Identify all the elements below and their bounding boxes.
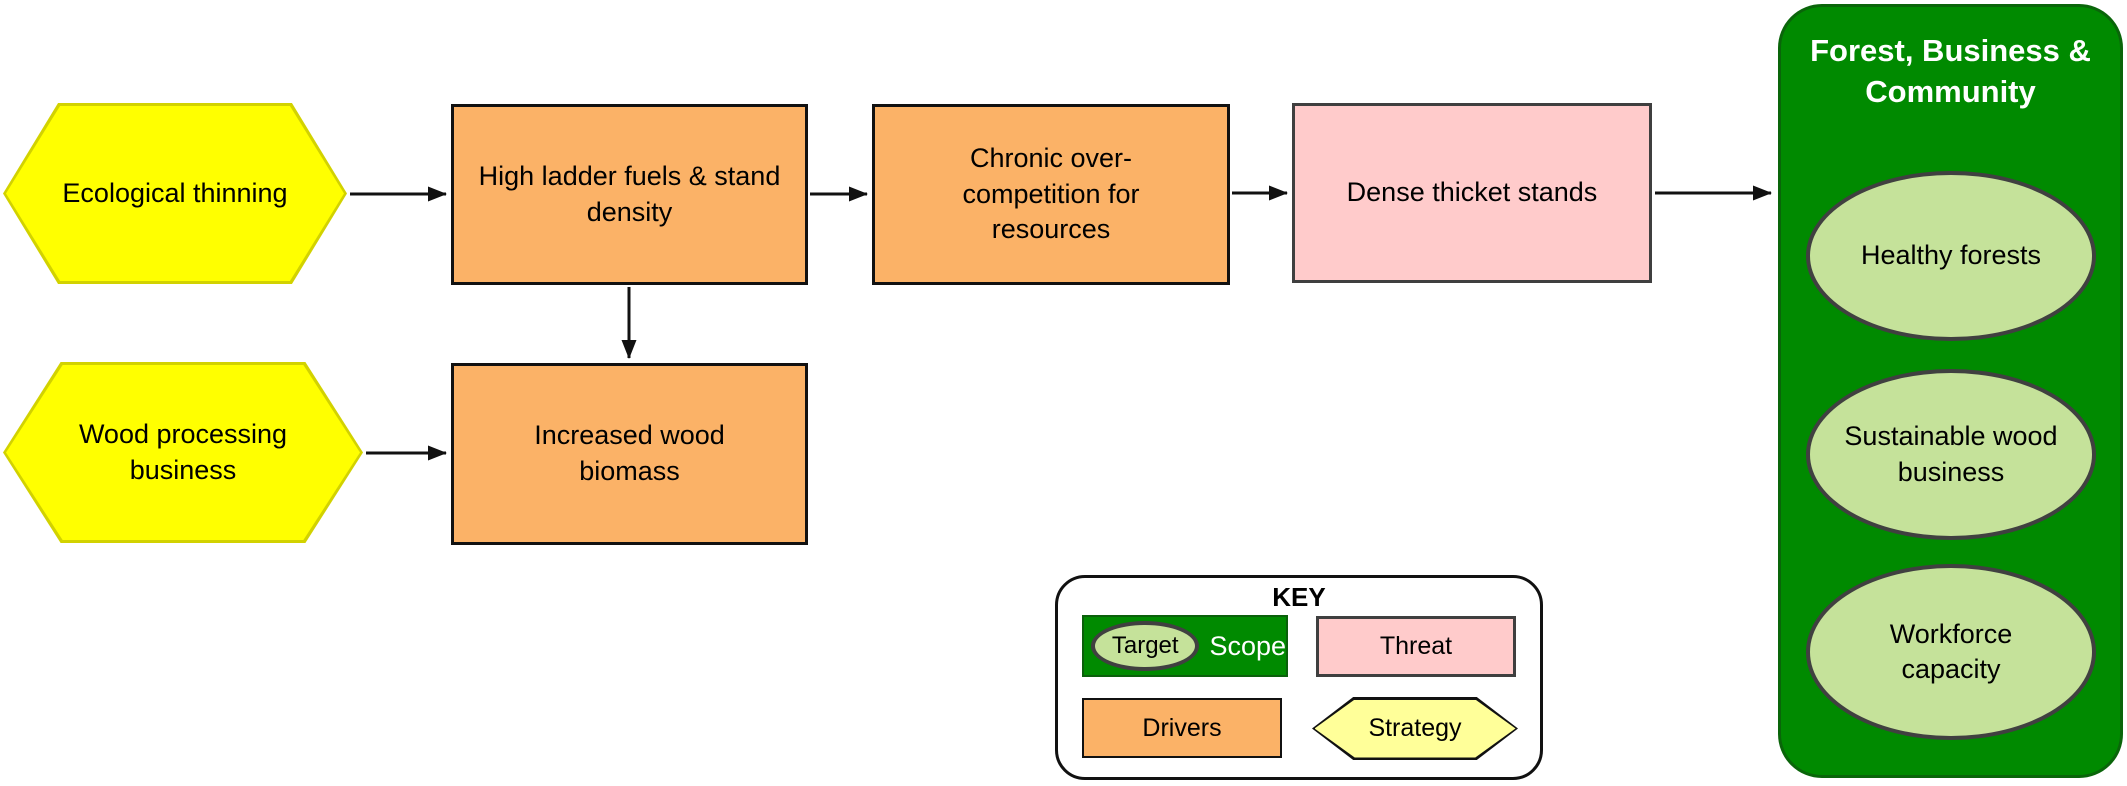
strategy-node-ecological-thinning: Ecological thinning	[3, 103, 347, 284]
legend-strategy-label: Strategy	[1314, 699, 1516, 758]
driver-node-chronic-overcompetition: Chronic over-competition for resources	[872, 104, 1230, 285]
strategy-node-label: Ecological thinning	[6, 106, 344, 281]
strategy-node-wood-processing-business: Wood processing business	[3, 362, 363, 543]
legend-threat-swatch: Threat	[1316, 616, 1516, 677]
target-node-healthy-forests: Healthy forests	[1806, 171, 2096, 341]
legend-scope-label: Scope	[1209, 630, 1286, 661]
scope-panel: Forest, Business & Community Healthy for…	[1778, 4, 2123, 778]
legend-strategy-swatch: Strategy	[1312, 697, 1518, 760]
target-node-workforce-capacity: Workforce capacity	[1806, 564, 2096, 740]
target-node-sustainable-wood-business: Sustainable wood business	[1806, 369, 2096, 540]
driver-node-high-ladder-fuels: High ladder fuels & stand density	[451, 104, 808, 285]
legend-scope-swatch: Target Scope	[1082, 615, 1288, 677]
legend-target-swatch: Target	[1091, 621, 1200, 671]
legend-title: KEY	[1272, 582, 1326, 612]
threat-node-dense-thicket-stands: Dense thicket stands	[1292, 103, 1652, 283]
driver-node-increased-wood-biomass: Increased wood biomass	[451, 363, 808, 545]
legend-drivers-swatch: Drivers	[1082, 698, 1282, 758]
scope-title: Forest, Business & Community	[1810, 33, 2091, 109]
strategy-node-label: Wood processing business	[6, 365, 360, 540]
legend: KEY Target Scope Threat Drivers Strategy	[1055, 575, 1543, 780]
